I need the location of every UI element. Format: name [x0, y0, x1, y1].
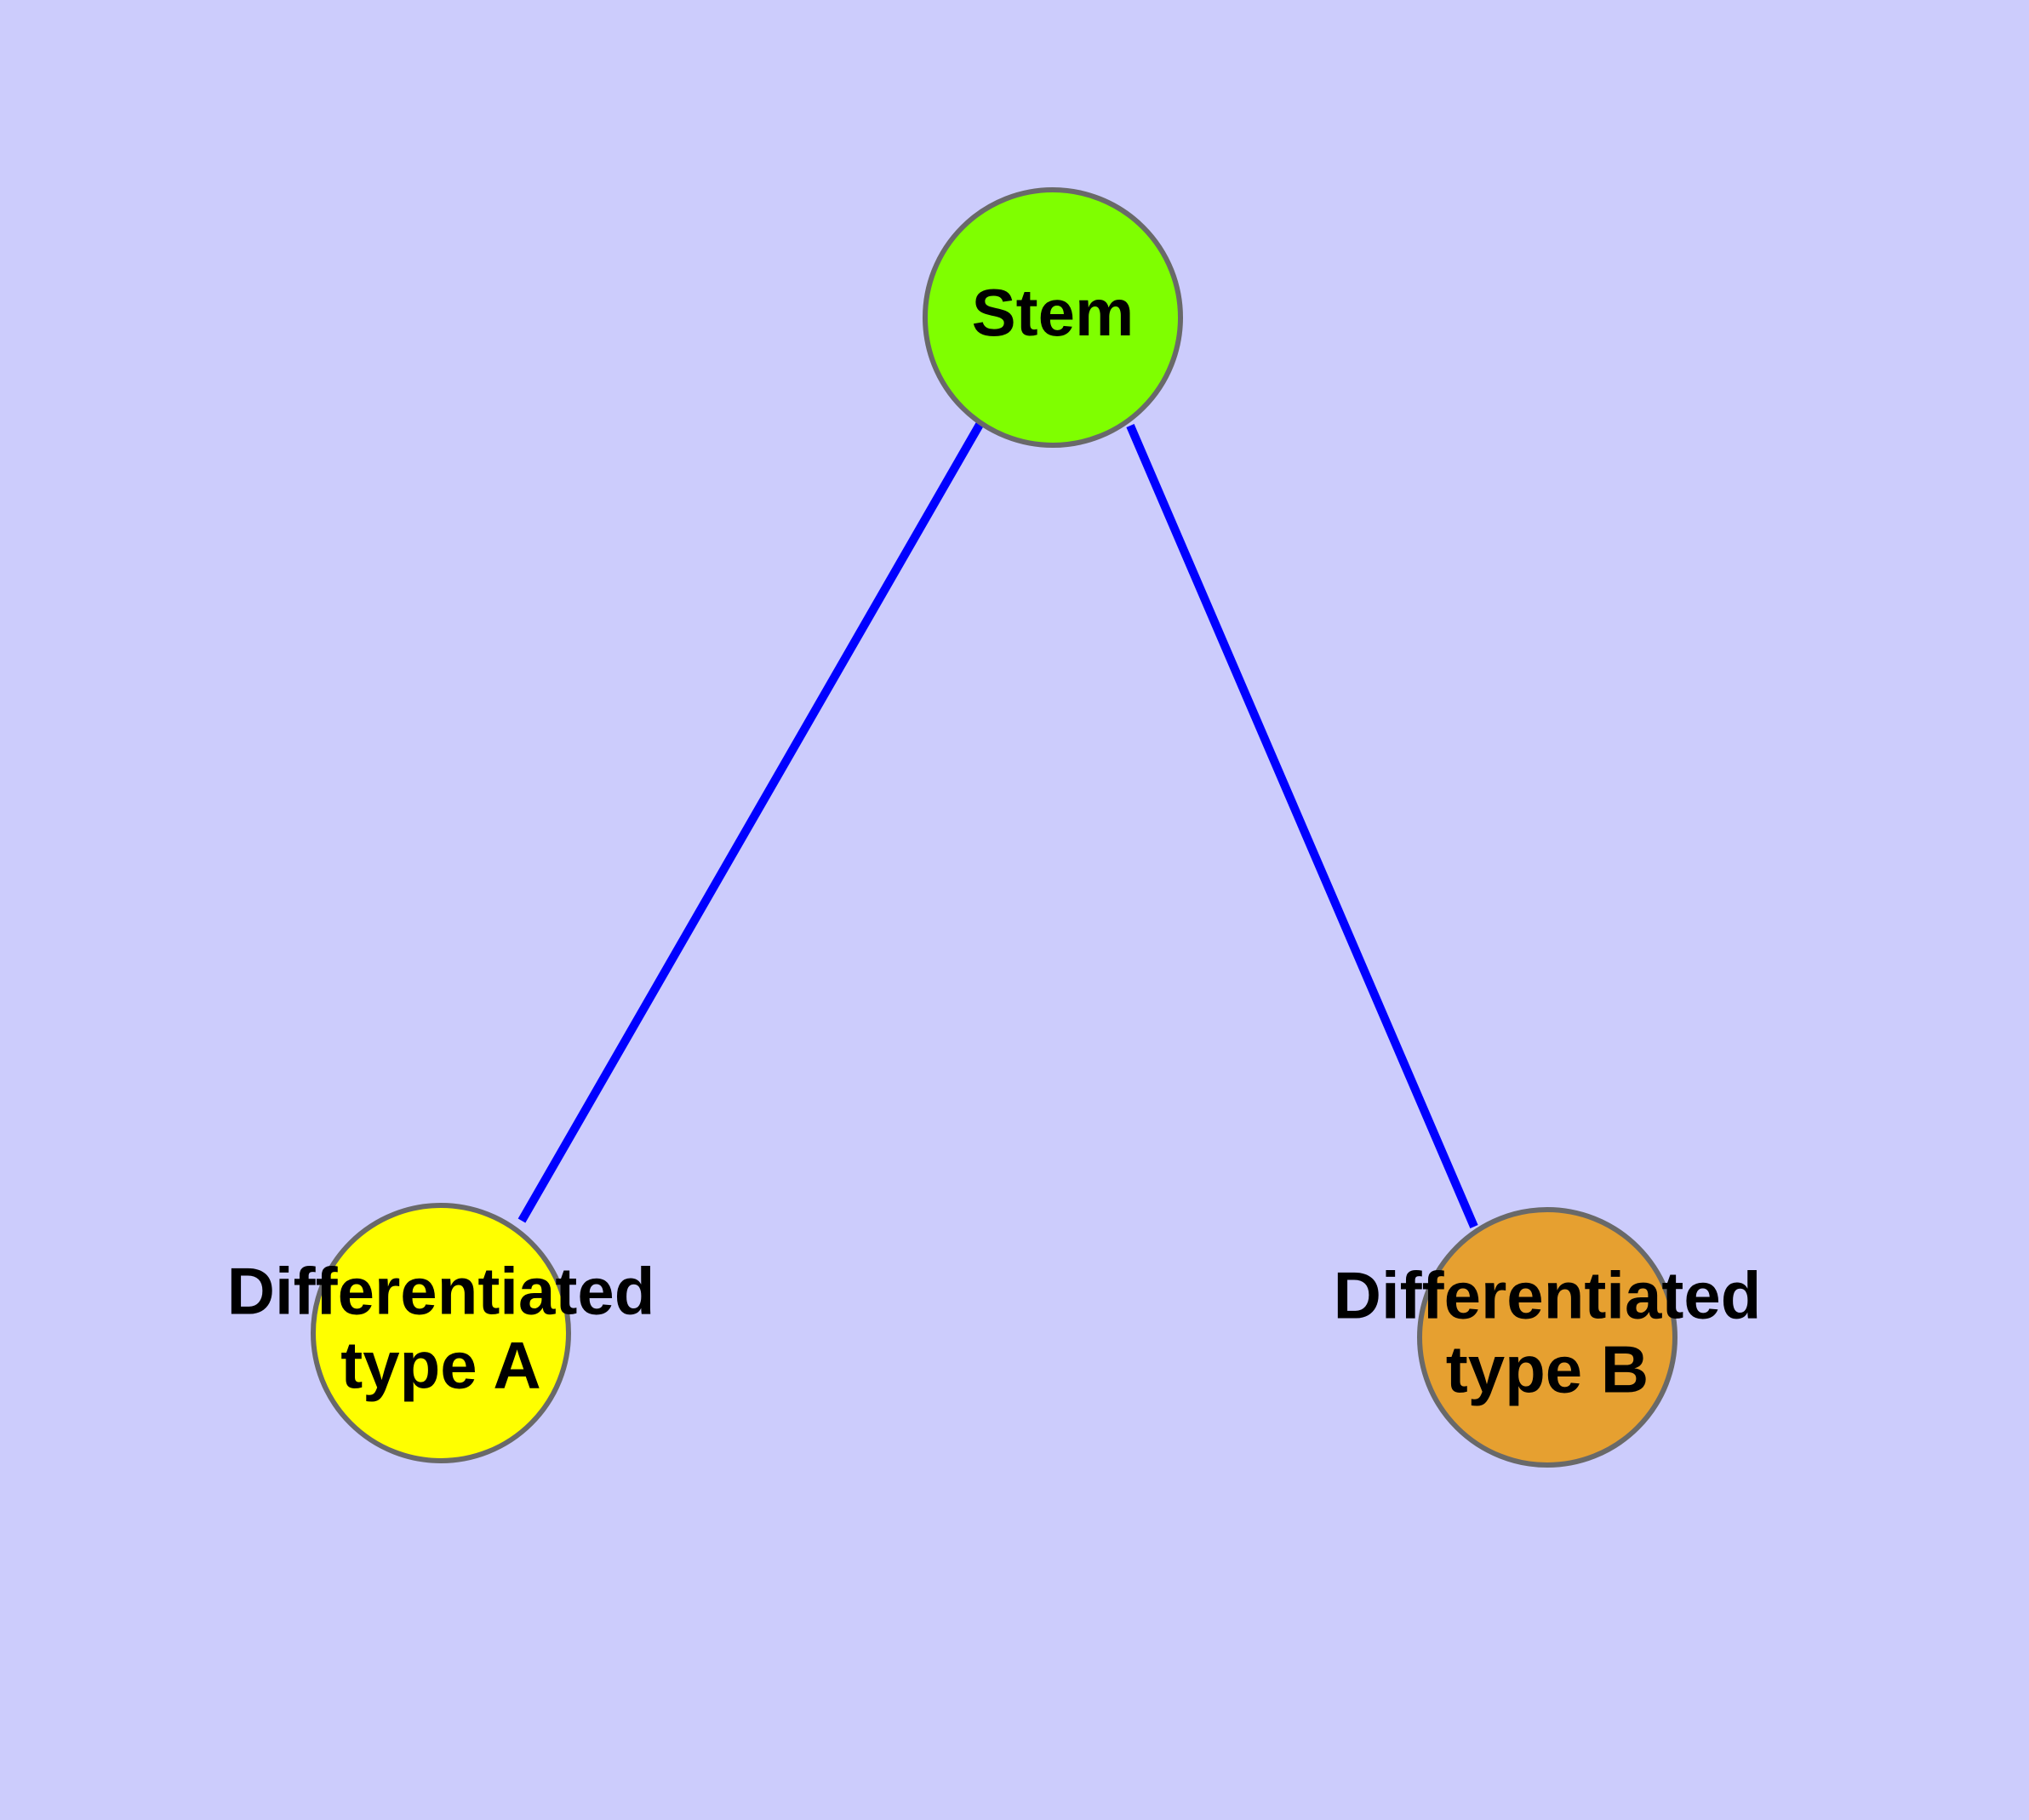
node-stem-circle[interactable]	[923, 187, 1183, 448]
edge-stem-to-type-a[interactable]	[517, 421, 985, 1223]
node-stem[interactable]: Stem	[923, 187, 1183, 448]
edges-layer	[517, 421, 1478, 1228]
edge-stem-to-type-b[interactable]	[1126, 424, 1478, 1228]
node-differentiated-type-a-circle[interactable]	[311, 1203, 571, 1463]
node-differentiated-type-b-circle[interactable]	[1417, 1207, 1677, 1468]
node-label-line: Differentiated	[1334, 1257, 1762, 1332]
node-label-line: type A	[340, 1327, 541, 1402]
node-label-line: Stem	[972, 275, 1135, 350]
node-stem-label: Stem	[972, 275, 1135, 350]
node-label-line: Differentiated	[227, 1253, 655, 1328]
node-label-line: type B	[1446, 1331, 1649, 1406]
